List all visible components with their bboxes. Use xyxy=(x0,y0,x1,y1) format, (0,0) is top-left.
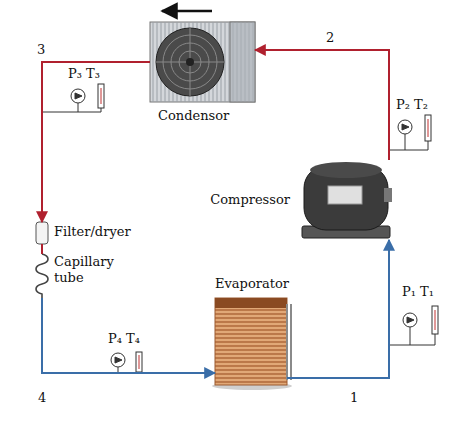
filter-dryer-symbol xyxy=(36,222,48,244)
gauge-label: P₁ T₁ xyxy=(402,284,434,300)
capillary-tube-box: Capillary tube xyxy=(34,254,50,298)
evaporator-box: Evaporator xyxy=(215,298,287,385)
component-label-holder: Condensor xyxy=(158,108,229,124)
component-label: Compressor xyxy=(210,192,290,208)
component-label-holder: Filter/dryer xyxy=(54,224,131,240)
state-point-number: 4 xyxy=(38,390,46,406)
gauge-label: P₄ T₄ xyxy=(108,331,140,347)
component-label: Capillary tube xyxy=(54,254,124,285)
component-label-holder: Evaporator xyxy=(215,276,289,292)
filter-dryer-box: Filter/dryer xyxy=(36,222,48,244)
condenser-box: Condensor xyxy=(150,22,255,102)
gauge-p3-t3 xyxy=(42,84,104,112)
component-label-holder: Compressor xyxy=(210,192,290,208)
component-label: Filter/dryer xyxy=(54,224,131,240)
capillary-coil xyxy=(36,254,48,298)
refrigerant-pipe xyxy=(255,50,389,160)
airflow-arrow xyxy=(162,10,212,13)
condenser-illustration xyxy=(150,22,255,102)
refrigerant-pipe xyxy=(42,62,150,222)
evaporator-illustration xyxy=(212,298,292,390)
refrigerant-pipe xyxy=(42,298,215,373)
state-point-number: 2 xyxy=(326,30,334,46)
component-label: Condensor xyxy=(158,108,229,124)
refrigerant-pipe xyxy=(287,240,389,378)
gauge-label: P₂ T₂ xyxy=(396,97,428,113)
compressor-illustration xyxy=(302,162,392,238)
compressor-box: Compressor xyxy=(300,160,395,240)
gauge-label: P₃ T₃ xyxy=(68,66,100,82)
component-label-holder: Capillary tube xyxy=(54,254,124,285)
refrigerant-pipe xyxy=(41,244,43,254)
state-point-number: 1 xyxy=(350,390,358,406)
gauge-p2-t2 xyxy=(389,115,431,150)
state-point-number: 3 xyxy=(37,42,45,58)
component-label: Evaporator xyxy=(215,276,289,292)
gauge-p1-t1 xyxy=(389,306,438,345)
gauge-p4-t4 xyxy=(111,352,142,373)
